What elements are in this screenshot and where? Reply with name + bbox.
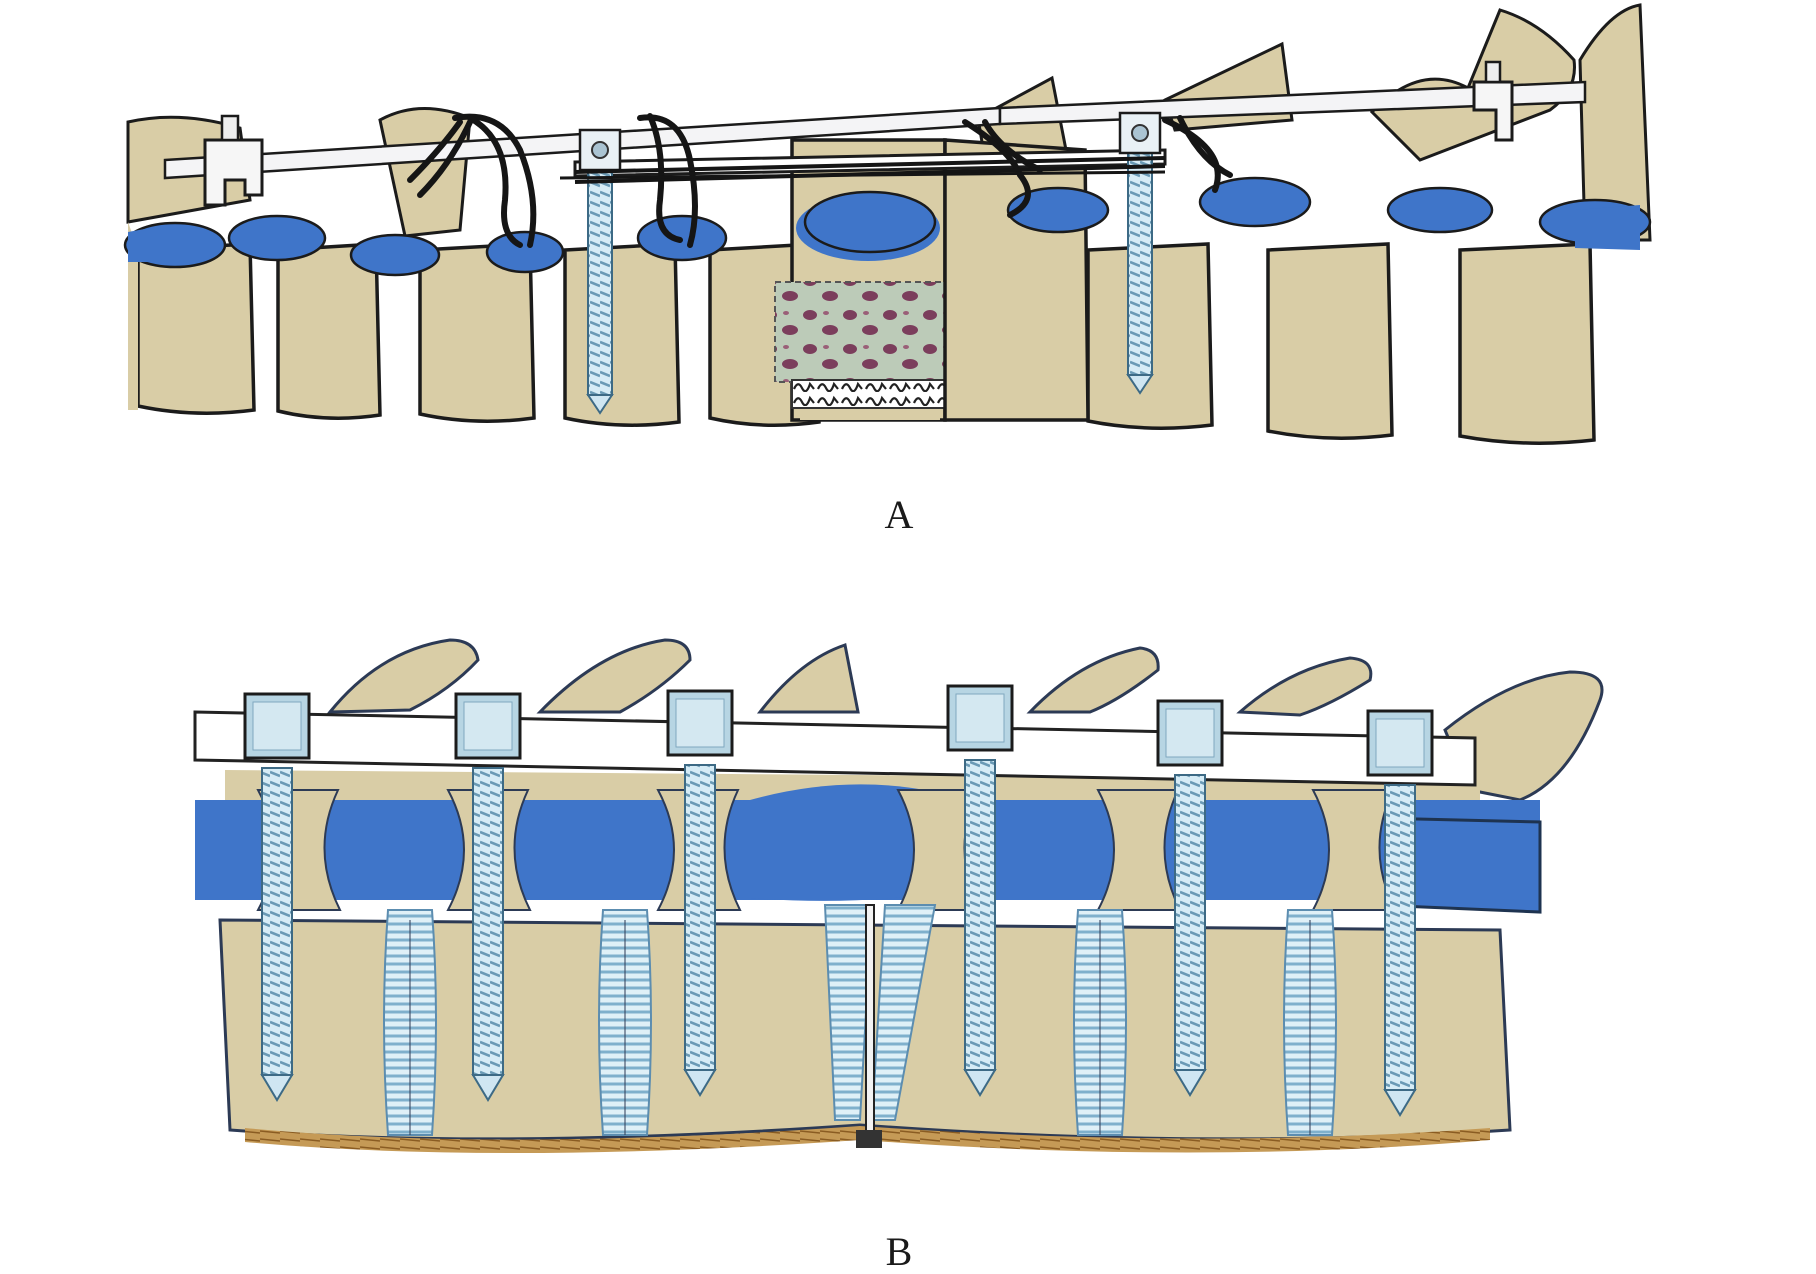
screw-tip-b-6 — [1383, 1089, 1417, 1117]
screw-head-hole-a-2 — [1131, 124, 1149, 142]
spinal-cord-edge-left — [128, 228, 150, 262]
screw-head-inner-b-3 — [675, 698, 725, 748]
vertebral-body-a-7 — [1266, 242, 1394, 440]
screw-tip-b-3 — [683, 1069, 717, 1097]
edge-fill — [128, 222, 138, 410]
vertebral-body-a-right — [943, 138, 1090, 422]
interbody-plate-b — [865, 904, 875, 1136]
spinal-cord-edge-right — [1575, 205, 1640, 250]
vertebral-body-a-2 — [276, 242, 382, 420]
screw-shaft-b-3 — [684, 764, 716, 1071]
spinous-process-a-6 — [1578, 3, 1652, 242]
panel-a-label: A — [884, 492, 914, 537]
panel-b-label: B — [885, 1229, 913, 1274]
hook-clamp-right — [1472, 80, 1514, 142]
screw-tip-b-5 — [1173, 1069, 1207, 1097]
screw-shaft-b-4 — [964, 759, 996, 1071]
spinal-cord-segment-a-3 — [349, 233, 441, 277]
spinous-process-b-4 — [1026, 646, 1160, 714]
screw-head-inner-b-2 — [463, 701, 513, 751]
sublaminar-wire-3 — [637, 114, 698, 248]
graft-cage-a — [791, 379, 953, 409]
sublaminar-wire-9 — [407, 119, 463, 183]
screw-shaft-a-2 — [1127, 152, 1153, 376]
spinal-cord-segment-a-8 — [1198, 176, 1312, 228]
hook-bolt-right — [1484, 60, 1502, 84]
sublaminar-wire-5 — [962, 119, 1031, 218]
screw-head-inner-b-5 — [1165, 708, 1215, 758]
vertebral-body-a-4 — [563, 242, 681, 427]
screw-tip-b-4 — [963, 1069, 997, 1097]
spinal-cord-segment-a-7 — [1006, 186, 1110, 234]
screw-head-hole-a-1 — [591, 141, 609, 159]
spinal-cord-segment-a-9 — [1386, 186, 1494, 234]
hook-clamp-left — [203, 138, 264, 207]
screw-tip-b-1 — [260, 1074, 294, 1102]
sublaminar-wire-2 — [467, 115, 523, 248]
vertebral-body-a-8 — [1458, 242, 1596, 445]
screw-head-inner-b-4 — [955, 693, 1005, 743]
screw-head-inner-b-1 — [252, 701, 302, 751]
wire-bundle-3 — [559, 170, 1166, 180]
spinous-process-b-6 — [1443, 670, 1604, 802]
screw-shaft-b-1 — [261, 767, 293, 1076]
screw-tip-b-2 — [471, 1074, 505, 1102]
vertebral-body-a-1 — [136, 242, 256, 415]
screw-shaft-a-1 — [587, 169, 613, 396]
sublaminar-wire-8 — [1177, 115, 1233, 178]
spinous-process-b-5 — [1236, 656, 1373, 717]
screw-shaft-b-2 — [472, 767, 504, 1076]
spinal-cord-segment-a-2 — [227, 214, 327, 262]
panel-a-illustration — [123, 3, 1652, 445]
sublaminar-wire-7 — [1162, 117, 1221, 193]
sublaminar-wire-4 — [647, 113, 683, 243]
spinous-process-b-3 — [756, 643, 860, 714]
panel-b-illustration — [193, 638, 1604, 1154]
spinal-cord-segment-a-6 — [803, 190, 937, 254]
screw-shaft-b-5 — [1174, 774, 1206, 1071]
screw-tip-a-2 — [1126, 374, 1154, 395]
vertebral-body-a-3 — [418, 242, 536, 423]
screw-shaft-b-6 — [1384, 784, 1416, 1091]
spinous-process-b-1 — [326, 638, 480, 714]
sublaminar-wire-6 — [982, 119, 1043, 173]
central-disc-b-left — [823, 904, 874, 1121]
spinal-cord-segment-a-4 — [485, 230, 565, 274]
screw-tip-a-1 — [586, 394, 614, 415]
hook-bolt-left — [220, 114, 240, 142]
plate-foot-b — [856, 1130, 882, 1148]
spinal-cord-center-b — [750, 784, 935, 901]
screw-head-inner-b-6 — [1375, 718, 1425, 768]
central-disc-b-right — [870, 904, 937, 1121]
sublaminar-wire-1 — [452, 113, 537, 248]
bone-graft-a — [774, 281, 971, 383]
sublaminar-wire-10 — [417, 119, 473, 198]
wire-bundle-1 — [574, 156, 1166, 174]
spinous-process-b-2 — [536, 638, 692, 714]
